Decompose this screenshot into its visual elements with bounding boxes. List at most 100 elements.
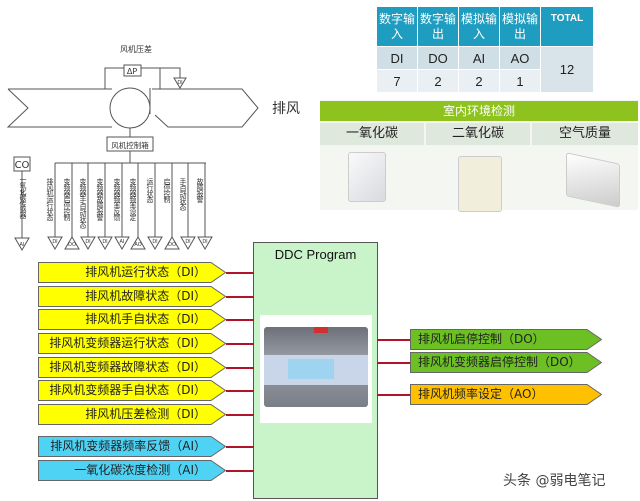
signal-label: 排风机启停控制（DO）: [418, 332, 545, 346]
ddc-program-box: DDC Program: [253, 242, 378, 499]
signal-label: 排风机故障状态（DI）: [85, 289, 206, 303]
signal-wire: [377, 362, 410, 364]
branch-triangle: [114, 236, 130, 250]
branch-label: 变频器频率反馈: [113, 178, 121, 220]
input-signal-arrow: 排风机变频器故障状态（DI）: [38, 357, 226, 378]
header-ai: 模拟输入: [458, 6, 500, 47]
branch-label: 变频器故障报警: [96, 178, 104, 220]
pressure-label: 风机压差: [120, 44, 152, 54]
signal-wire: [226, 414, 254, 416]
signal-wire: [226, 272, 254, 274]
signal-label: 排风机运行状态（DI）: [85, 265, 206, 279]
dp-label: ΔP: [127, 67, 137, 76]
input-signal-arrow: 排风机运行状态（DI）: [38, 262, 226, 283]
signal-wire: [226, 446, 254, 448]
branch-label: 运行状态: [146, 178, 154, 202]
branch-type: DI: [152, 239, 157, 245]
count-ao: 1: [499, 69, 541, 93]
code-ao: AO: [499, 46, 541, 70]
branch-label: 手/自动状态: [179, 178, 187, 210]
signal-wire: [226, 470, 254, 472]
count-ai: 2: [458, 69, 500, 93]
col-air-quality: 空气质量: [532, 123, 638, 145]
branch-type: AI: [120, 239, 125, 245]
co-sensor-label: 一氧化碳传感器: [19, 176, 27, 218]
co-label: CO: [15, 160, 30, 171]
col-co: 一氧化碳: [320, 123, 424, 145]
input-signal-arrow: 一氧化碳浓度检测（AI）: [38, 460, 226, 481]
total-value: 12: [540, 46, 594, 93]
branch-triangle: [197, 236, 213, 250]
col-co2: 二氧化碳: [426, 123, 530, 145]
branch-type: DI: [102, 239, 107, 245]
io-count-table: 数字输入 数字输出 模拟输入 模拟输出 TOTAL DI DO AI AO 12…: [376, 6, 594, 93]
signal-wire: [226, 390, 254, 392]
header-do: 数字输出: [417, 6, 459, 47]
code-di: DI: [376, 46, 418, 70]
signal-label: 排风机频率设定（AO）: [418, 387, 544, 401]
output-signal-arrow: 排风机启停控制（DO）: [410, 329, 602, 350]
input-signal-arrow: 排风机变频器频率反馈（AI）: [38, 436, 226, 457]
branch-label: 排风机运行状态: [46, 178, 54, 220]
signal-label: 排风机变频器启停控制（DO）: [418, 355, 581, 369]
input-signal-arrow: 排风机压差检测（DI）: [38, 404, 226, 425]
signal-wire: [377, 394, 410, 396]
watermark: 头条 @弱电笔记: [503, 473, 606, 489]
branch-triangle: [130, 236, 146, 250]
output-signal-arrow: 排风机变频器启停控制（DO）: [410, 352, 602, 373]
signal-label: 一氧化碳浓度检测（AI）: [74, 463, 206, 477]
input-signal-arrow: 排风机故障状态（DI）: [38, 286, 226, 307]
branch-label: 故障报警: [196, 178, 204, 202]
ddc-title: DDC Program: [274, 247, 357, 262]
air-quality-sensor-image: [566, 152, 620, 208]
branch-type: DI: [85, 239, 90, 245]
output-signal-arrow: 排风机频率设定（AO）: [410, 384, 602, 405]
branch-label: 变频器手/自动状态: [79, 178, 87, 228]
branch-label: 变频器启停控制: [63, 178, 71, 220]
branch-type: DO: [68, 242, 76, 248]
signal-wire: [226, 367, 254, 369]
branch-type: DI: [202, 239, 207, 245]
code-do: DO: [417, 46, 459, 70]
co-type: AI: [20, 242, 25, 248]
header-total: TOTAL: [540, 6, 594, 47]
control-box-label: 风机控制箱: [111, 140, 149, 150]
branch-label: 变频器频率设定: [129, 178, 137, 220]
input-signal-arrow: 排风机变频器运行状态（DI）: [38, 333, 226, 354]
signal-label: 排风机变频器频率反馈（AI）: [50, 439, 206, 453]
branch-label: 启停控制: [163, 178, 171, 202]
signal-wire: [377, 339, 410, 341]
env-detection-panel: 室内环境检测 一氧化碳 二氧化碳 空气质量: [320, 100, 638, 212]
branch-triangle: [47, 236, 63, 250]
signal-wire: [226, 319, 254, 321]
signal-label: 排风机变频器手自状态（DI）: [49, 383, 206, 397]
header-di: 数字输入: [376, 6, 418, 47]
signal-label: 排风机压差检测（DI）: [85, 407, 206, 421]
branch-triangle: [64, 236, 80, 250]
ddc-controller-image: [260, 315, 372, 423]
signal-label: 排风机变频器运行状态（DI）: [49, 336, 206, 350]
input-signal-arrow: 排风机手自状态（DI）: [38, 309, 226, 330]
signal-label: 排风机手自状态（DI）: [85, 312, 206, 326]
branch-triangle: [97, 236, 113, 250]
header-ao: 模拟输出: [499, 6, 541, 47]
branch-type: AO: [134, 242, 141, 248]
branch-type: DI: [185, 239, 190, 245]
branch-type: DO: [168, 242, 176, 248]
dp-type: DI: [177, 80, 182, 86]
branch-triangle: [80, 236, 96, 250]
code-ai: AI: [458, 46, 500, 70]
signal-wire: [226, 296, 254, 298]
branch-triangle: [180, 236, 196, 250]
branch-type: DI: [52, 239, 57, 245]
fan-schematic: DI DO DI DI AI AO DI DO DI DI ΔP 风机压差 DI 风机控制箱 CO…: [6, 44, 300, 251]
input-signal-arrow: 排风机变频器手自状态（DI）: [38, 380, 226, 401]
branch-triangle: [164, 236, 180, 250]
co2-sensor-image: [458, 156, 502, 212]
signal-wire: [226, 343, 254, 345]
env-panel-title: 室内环境检测: [320, 101, 638, 121]
count-di: 7: [376, 69, 418, 93]
branch-triangle: [147, 236, 163, 250]
signal-label: 排风机变频器故障状态（DI）: [49, 360, 206, 374]
exhaust-label: 排风: [272, 101, 300, 117]
